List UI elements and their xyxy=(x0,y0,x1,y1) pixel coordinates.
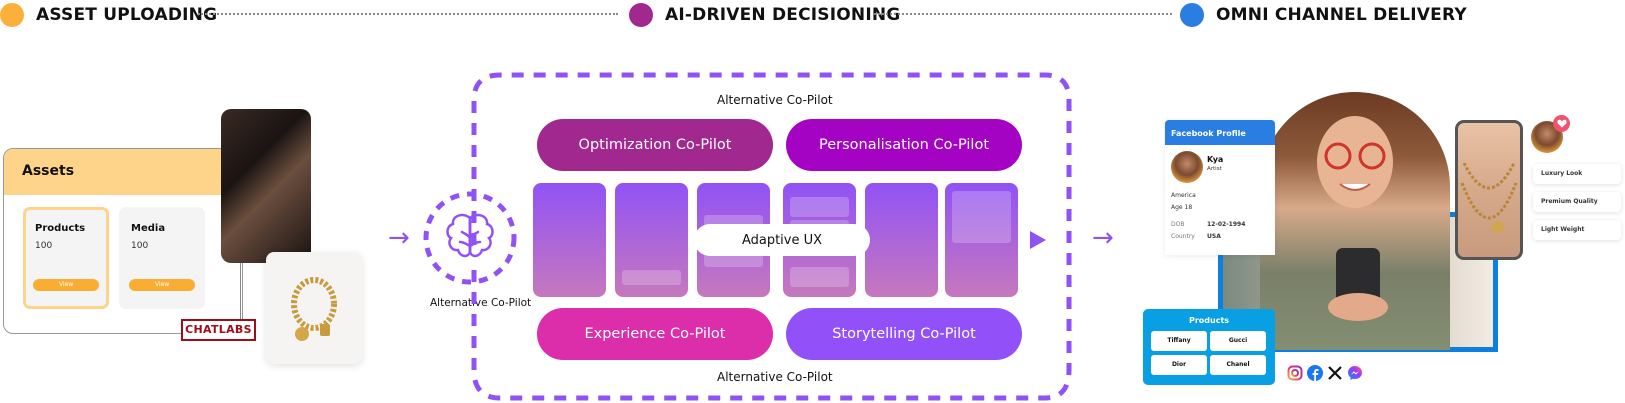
view-button[interactable]: View xyxy=(33,279,99,291)
country-label: Country xyxy=(1171,233,1195,240)
bracelet-icon xyxy=(291,277,337,341)
ux-screen xyxy=(945,183,1018,297)
asset-card-products[interactable]: Products 100 View xyxy=(23,207,109,309)
profile-location: America xyxy=(1171,192,1196,199)
profile-name: Kya xyxy=(1207,155,1224,164)
product-item[interactable]: Tiffany xyxy=(1151,331,1207,351)
stage-asset-uploading: ASSET UPLOADING xyxy=(0,0,217,30)
brain-label: Alternative Co-Pilot xyxy=(430,297,532,309)
ux-screen xyxy=(533,183,606,297)
woman-with-phone-photo xyxy=(1260,92,1450,350)
alt-copilot-top-label: Alternative Co-Pilot xyxy=(717,93,833,107)
stage-dot-icon xyxy=(629,3,653,27)
stage-connector xyxy=(198,13,618,15)
feature-tag: Light Weight xyxy=(1533,220,1621,240)
stage-label: OMNI CHANNEL DELIVERY xyxy=(1216,5,1467,25)
personalisation-copilot-pill[interactable]: Personalisation Co-Pilot xyxy=(786,119,1022,171)
product-item[interactable]: Chanel xyxy=(1210,355,1266,375)
play-icon xyxy=(1030,231,1046,249)
asset-card-title: Media xyxy=(131,223,166,234)
stage-ai-decisioning: AI-DRIVEN DECISIONING xyxy=(629,0,900,30)
arrow-right-icon: → xyxy=(1092,223,1114,253)
stage-label: AI-DRIVEN DECISIONING xyxy=(665,5,901,25)
profile-role: Artist xyxy=(1207,166,1222,172)
bracelet-product-photo xyxy=(266,252,362,364)
connector-line xyxy=(240,263,241,320)
optimization-copilot-pill[interactable]: Optimization Co-Pilot xyxy=(537,119,773,171)
copilot-frame xyxy=(471,72,1072,401)
product-item[interactable]: Dior xyxy=(1151,355,1207,375)
asset-card-count: 100 xyxy=(35,241,53,251)
dob-value: 12-02-1994 xyxy=(1207,221,1246,228)
model-bracelet-photo xyxy=(221,109,311,263)
instagram-icon[interactable] xyxy=(1286,364,1303,381)
country-value: USA xyxy=(1207,233,1221,240)
view-button[interactable]: View xyxy=(129,279,195,291)
stage-dot-icon xyxy=(0,3,24,27)
brain-circle xyxy=(423,191,517,285)
adaptive-ux-label: Adaptive UX xyxy=(694,224,870,256)
ux-screen xyxy=(865,183,938,297)
storytelling-copilot-pill[interactable]: Storytelling Co-Pilot xyxy=(786,308,1022,360)
feature-tag: Luxury Look xyxy=(1533,164,1621,184)
experience-copilot-pill[interactable]: Experience Co-Pilot xyxy=(537,308,773,360)
stage-label: ASSET UPLOADING xyxy=(36,5,218,25)
chatlabs-logo: CHATLABS xyxy=(181,319,256,341)
profile-age: Age 18 xyxy=(1171,204,1193,211)
feature-tag: Premium Quality xyxy=(1533,192,1621,212)
hero-figure xyxy=(1317,116,1393,321)
alt-copilot-bottom-label: Alternative Co-Pilot xyxy=(717,370,833,384)
stage-dot-icon xyxy=(1180,3,1204,27)
necklace-icon xyxy=(1460,162,1518,233)
asset-card-media[interactable]: Media 100 View xyxy=(119,207,205,309)
assets-panel: Assets Products 100 View Media 100 View xyxy=(3,148,243,334)
facebook-profile-title: Facebook Profile xyxy=(1165,120,1275,145)
facebook-icon[interactable] xyxy=(1306,364,1323,381)
products-card: Products Tiffany Gucci Dior Chanel xyxy=(1143,309,1275,385)
facebook-profile-card: Facebook Profile Kya Artist America Age … xyxy=(1165,120,1275,255)
arrow-right-icon: → xyxy=(388,223,410,253)
ux-screen xyxy=(615,183,688,297)
brain-icon xyxy=(446,213,494,258)
phone-necklace-preview xyxy=(1455,120,1523,260)
products-title: Products xyxy=(1188,316,1230,325)
assets-title: Assets xyxy=(4,149,242,195)
dob-label: DOB xyxy=(1171,221,1185,228)
profile-avatar xyxy=(1171,151,1203,183)
product-item[interactable]: Gucci xyxy=(1210,331,1266,351)
heart-icon[interactable] xyxy=(1553,115,1570,132)
stage-omni-channel: OMNI CHANNEL DELIVERY xyxy=(1180,0,1467,30)
stage-connector xyxy=(874,13,1172,15)
messenger-icon[interactable] xyxy=(1346,364,1363,381)
asset-card-count: 100 xyxy=(131,241,149,251)
x-icon[interactable] xyxy=(1326,364,1343,381)
asset-card-title: Products xyxy=(35,223,86,234)
